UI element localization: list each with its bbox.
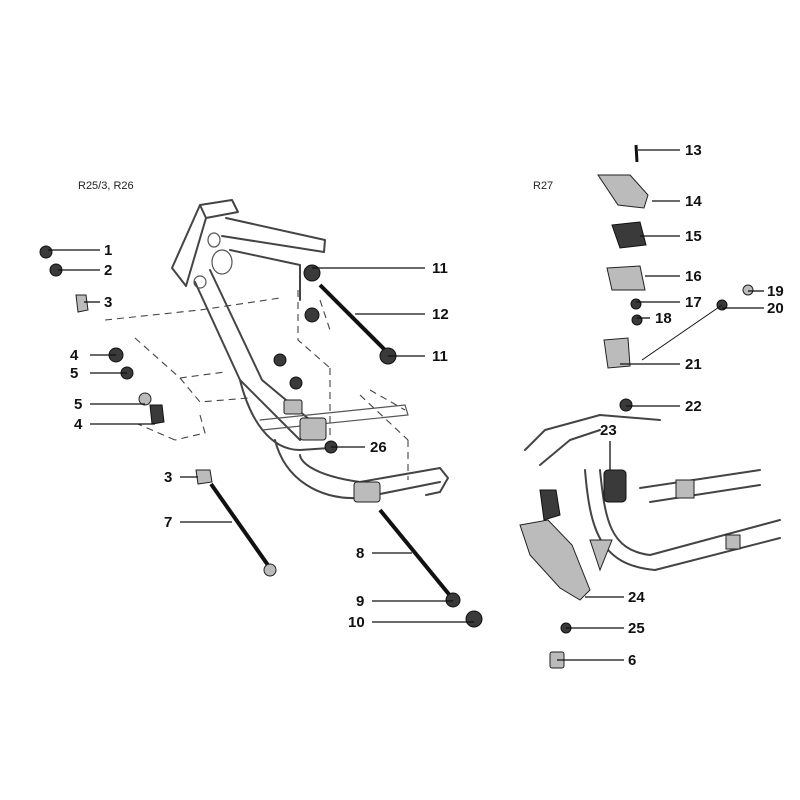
callout-26: 26: [370, 439, 387, 456]
callout-23: 23: [600, 422, 617, 439]
callout-15: 15: [685, 228, 702, 245]
callout-12: 12: [432, 306, 449, 323]
dashed-outline-left: [104, 290, 409, 480]
callout-11-bottom: 11: [432, 348, 448, 365]
callout-1: 1: [104, 242, 112, 259]
callout-numbers: 1 2 3 4 5 5 4 3 7 11 12 11 26 8 9 10 13 …: [70, 142, 784, 669]
callout-2: 2: [104, 262, 112, 279]
callout-21: 21: [685, 356, 702, 373]
callout-14: 14: [685, 193, 702, 210]
frame-left: [171, 199, 449, 503]
callout-13: 13: [685, 142, 702, 159]
callout-5-bottom: 5: [74, 396, 82, 413]
callout-10: 10: [348, 614, 365, 631]
callout-4-top: 4: [70, 347, 79, 364]
callout-9: 9: [356, 593, 364, 610]
small-parts-left: [39, 245, 483, 628]
callout-17: 17: [685, 294, 702, 311]
callout-11-top: 11: [432, 260, 448, 277]
callout-leaders: [48, 149, 764, 661]
callout-16: 16: [685, 268, 702, 285]
model-label-left: R25/3, R26: [78, 180, 134, 192]
callout-24: 24: [628, 589, 645, 606]
callout-7: 7: [164, 514, 172, 531]
callout-25: 25: [628, 620, 645, 637]
callout-5-top: 5: [70, 365, 78, 382]
callout-6: 6: [628, 652, 636, 669]
callout-18: 18: [655, 310, 672, 327]
model-label-right: R27: [533, 180, 553, 192]
frame-right: [519, 144, 781, 669]
callout-4-bottom: 4: [74, 416, 83, 433]
callout-3-bottom: 3: [164, 469, 172, 486]
callout-22: 22: [685, 398, 702, 415]
callout-19: 19: [767, 283, 784, 300]
callout-8: 8: [356, 545, 364, 562]
callout-20: 20: [767, 300, 784, 317]
callout-3-top: 3: [104, 294, 112, 311]
